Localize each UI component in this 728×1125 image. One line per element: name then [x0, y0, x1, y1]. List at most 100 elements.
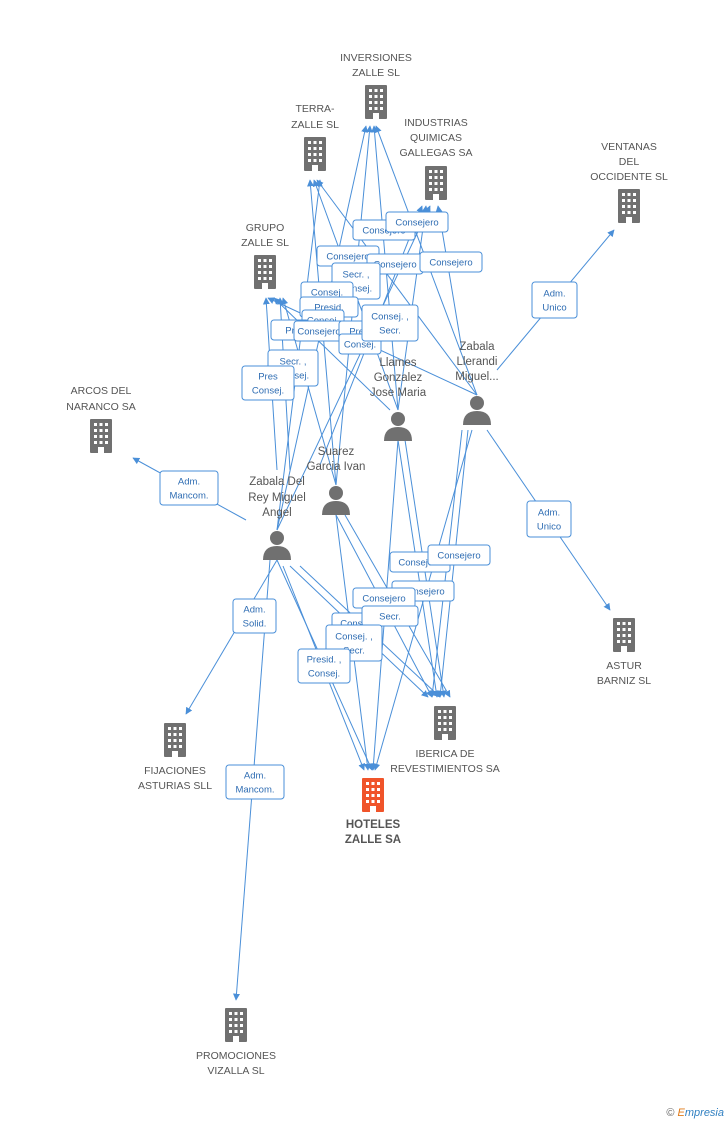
building-icon	[613, 618, 635, 652]
node-label-line: ZALLE SL	[352, 67, 400, 79]
node-label-line: ARCOS DEL	[71, 385, 132, 397]
building-icon	[225, 1008, 247, 1042]
edge-label-text: Secr. ,	[280, 357, 307, 368]
edge-label-box	[241, 365, 295, 401]
node-label-line: Suarez	[318, 446, 355, 458]
company-node-iberica[interactable]: IBERICA DE REVESTIMIENTOS SA	[390, 706, 500, 775]
edge-label[interactable]: Consejero	[293, 320, 345, 342]
edge-label[interactable]: Secr.	[361, 605, 419, 627]
node-label-line: REVESTIMIENTOS SA	[390, 763, 500, 775]
building-icon	[254, 255, 276, 289]
edge-label-text: Mancom.	[169, 491, 208, 502]
node-label-line: OCCIDENTE SL	[590, 171, 668, 183]
footer-brand[interactable]: © Empresia	[666, 1107, 724, 1119]
edge-label-text: Consejero	[297, 327, 340, 338]
relationship-edge	[185, 559, 278, 715]
node-label-line: VENTANAS	[601, 141, 657, 153]
company-node-grupo[interactable]: GRUPO ZALLE SL	[241, 222, 289, 289]
edge-label-text: Secr.	[379, 326, 401, 337]
edge-label-text: Consejero	[437, 551, 480, 562]
edge-label[interactable]: Adm. Mancom.	[159, 470, 219, 506]
edge-label[interactable]: Consej. ,Secr.	[361, 304, 419, 342]
edge-label-text: Consej.	[308, 669, 340, 680]
company-node-hoteles[interactable]: HOTELES ZALLE SA	[345, 778, 401, 846]
edge-label[interactable]: Consejero	[419, 251, 483, 273]
person-icon	[322, 486, 350, 515]
edge-label-text: Secr.	[379, 612, 401, 623]
edge-label-text: Unico	[537, 522, 561, 533]
brand-name: mpresia	[684, 1107, 724, 1119]
edge-label[interactable]: Presid. , Consej.	[297, 648, 351, 684]
node-label-line: Miguel...	[455, 371, 498, 383]
node-label-line: PROMOCIONES	[196, 1050, 276, 1062]
company-node-promociones[interactable]: PROMOCIONES VIZALLA SL	[196, 1008, 276, 1077]
edge-label-text: Consejero	[401, 587, 444, 598]
building-icon	[362, 778, 384, 812]
building-icon	[365, 85, 387, 119]
edge-label-text: Presid.	[314, 303, 344, 314]
edge-label-text: Consej	[340, 619, 370, 630]
edge-label-text: Consejero	[429, 258, 472, 269]
edge-label[interactable]: Consejero	[385, 211, 449, 233]
edge-label-box	[531, 281, 578, 319]
node-label-line: ZALLE SL	[241, 237, 289, 249]
node-label-line: ZALLE SA	[345, 834, 401, 846]
edge-label-text: Consejero	[395, 218, 438, 229]
edge-label-text: Consejero	[362, 226, 405, 237]
node-label-line: ASTURIAS SLL	[138, 780, 212, 792]
node-label-line: HOTELES	[346, 819, 401, 831]
node-label-line: VIZALLA SL	[207, 1065, 264, 1077]
edge-label[interactable]: Adm.Unico	[526, 500, 572, 538]
node-label-line: BARNIZ SL	[597, 675, 651, 687]
edge-label-text: Adm.	[243, 605, 265, 616]
edge-label-text: Secr. ,	[343, 270, 370, 281]
edge-label-text: Unico	[542, 303, 566, 314]
edge-label-text: Consejero	[373, 260, 416, 271]
edge-label[interactable]: Consejero	[427, 544, 491, 566]
node-label-line: Angel	[262, 507, 291, 519]
edge-label-box	[361, 605, 419, 627]
edge-label-box	[526, 500, 572, 538]
edge-label-text: Consej.	[344, 340, 376, 351]
edge-label-text: Consej.	[252, 386, 284, 397]
edge-label-text: Adm.	[178, 477, 200, 488]
edge-label-text: Presid. ,	[307, 655, 342, 666]
edge-label[interactable]: Adm. Unico	[531, 281, 578, 319]
building-icon	[425, 166, 447, 200]
person-node-zabala-llerandi[interactable]: ZabalaLlerandiMiguel...	[455, 341, 499, 425]
node-label-line: QUIMICAS	[410, 132, 462, 144]
edge-label[interactable]: Consejero	[352, 587, 416, 609]
edge-label-text: Mancom.	[235, 785, 274, 796]
edge-label-text: Consejero	[398, 558, 441, 569]
company-node-terra[interactable]: TERRA-ZALLE SL	[291, 103, 339, 171]
edge-label-text: Solid.	[243, 619, 267, 630]
person-icon	[384, 412, 412, 441]
building-icon	[90, 419, 112, 453]
edge-label-text: Adm.	[543, 289, 565, 300]
copyright-symbol: ©	[666, 1107, 675, 1119]
node-label-line: GRUPO	[246, 222, 285, 234]
node-label-line: Gonzalez	[374, 372, 423, 384]
node-label-line: TERRA-	[295, 103, 335, 115]
person-icon	[263, 531, 291, 560]
edge-label-text: Adm.	[244, 771, 266, 782]
node-label-line: IBERICA DE	[416, 748, 475, 760]
edge-label-text: Consejero	[326, 252, 369, 263]
edge-label[interactable]: Adm. Mancom.	[225, 764, 285, 800]
edge-label-text: Consej.	[340, 284, 372, 295]
relationship-edge	[316, 179, 478, 396]
node-label-line: Rey Miguel	[248, 492, 306, 504]
edge-label[interactable]: Adm. Solid.	[232, 598, 277, 634]
